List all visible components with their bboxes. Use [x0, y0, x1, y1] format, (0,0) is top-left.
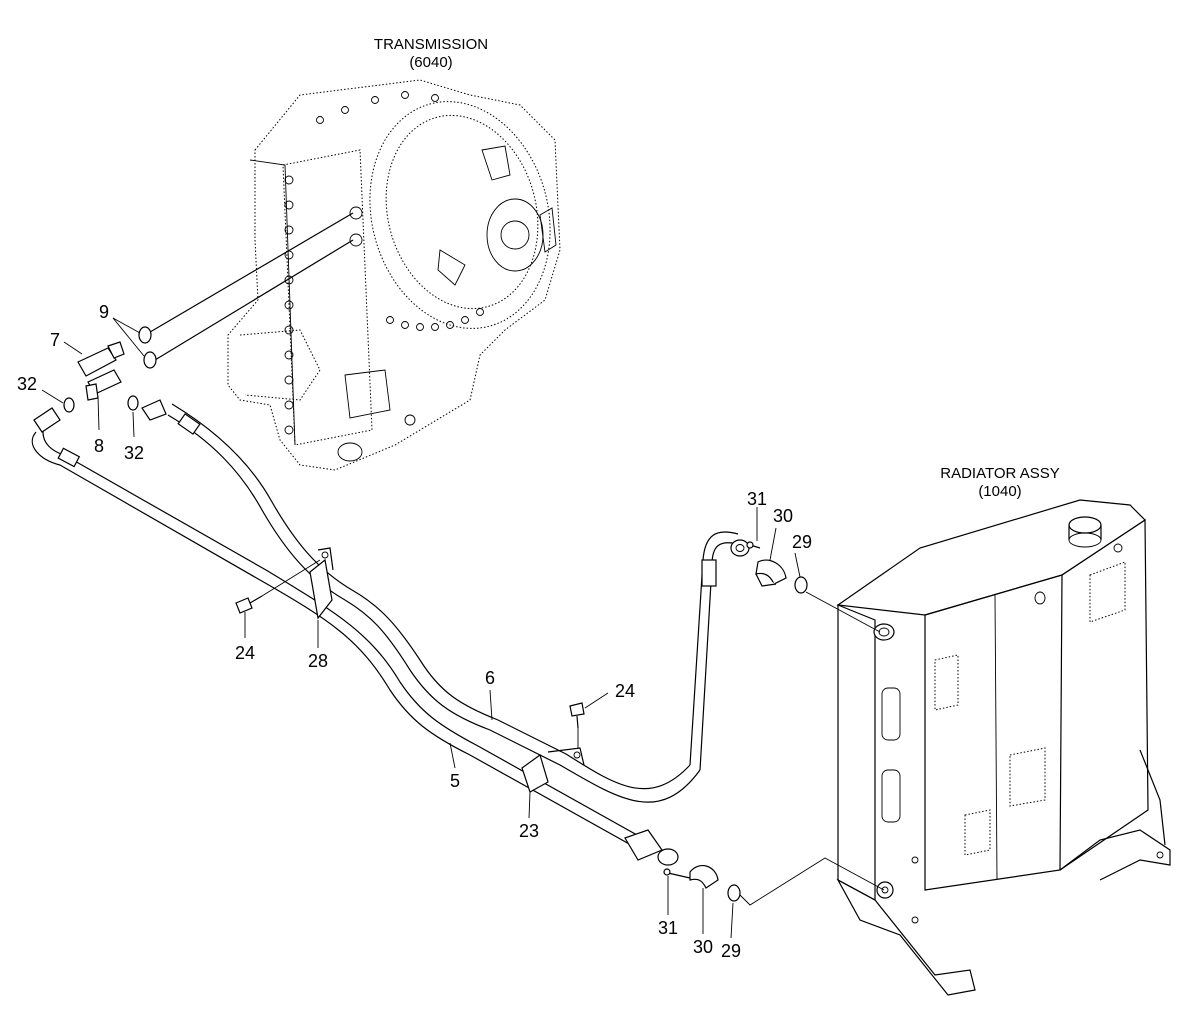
callout-8: 8: [94, 436, 104, 456]
hose-upper-fitting: [730, 539, 750, 557]
radiator-assembly: [836, 499, 1171, 996]
transmission-code: (6040): [409, 54, 452, 71]
callout-31-upper: 31: [747, 489, 767, 509]
split-flange-30-upper: [755, 559, 787, 587]
o-ring-32-left: [63, 397, 75, 413]
transmission-assembly: [227, 79, 561, 471]
callout-32-left: 32: [17, 374, 37, 394]
callout-30-upper: 30: [773, 506, 793, 526]
callout-24-left: 24: [235, 643, 255, 663]
clamp-28: [309, 547, 334, 620]
hose-6: [167, 403, 739, 803]
bolt-31-lower: [663, 868, 691, 879]
callout-7: 7: [50, 330, 60, 350]
adapter-7: [77, 341, 125, 377]
callout-28: 28: [308, 651, 328, 671]
callout-29-upper: 29: [792, 532, 812, 552]
hose-5: [31, 424, 647, 851]
bolt-31-upper: [746, 541, 761, 549]
callout-6: 6: [485, 668, 495, 688]
split-flange-30-lower: [689, 864, 719, 889]
callout-5: 5: [450, 771, 460, 791]
callout-30-lower: 30: [693, 937, 713, 957]
o-ring-9-lower: [143, 351, 157, 369]
bolt-24-right: [569, 702, 585, 748]
callout-23: 23: [519, 821, 539, 841]
callout-9: 9: [99, 302, 109, 322]
o-ring-32-right: [127, 395, 139, 411]
leader-lines: [41, 317, 801, 939]
o-ring-9-upper: [138, 326, 152, 344]
transmission-name: TRANSMISSION: [374, 36, 488, 53]
bolt-24-left: [235, 559, 321, 614]
radiator-code: (1040): [978, 483, 1021, 500]
callout-29-lower: 29: [721, 941, 741, 961]
clamp-23: [521, 747, 585, 793]
callout-32-right: 32: [124, 443, 144, 463]
adapter-8: [85, 369, 122, 401]
transmission-port-lines: [144, 212, 354, 361]
hose-lower-fitting: [624, 829, 679, 866]
radiator-name: RADIATOR ASSY: [940, 465, 1059, 482]
radiator-connection-lines: [739, 591, 885, 906]
o-ring-29-upper: [794, 576, 808, 594]
hose-end-left: [33, 399, 167, 433]
callout-24-right: 24: [615, 681, 635, 701]
o-ring-29-lower: [727, 884, 741, 902]
callout-31-lower: 31: [658, 918, 678, 938]
